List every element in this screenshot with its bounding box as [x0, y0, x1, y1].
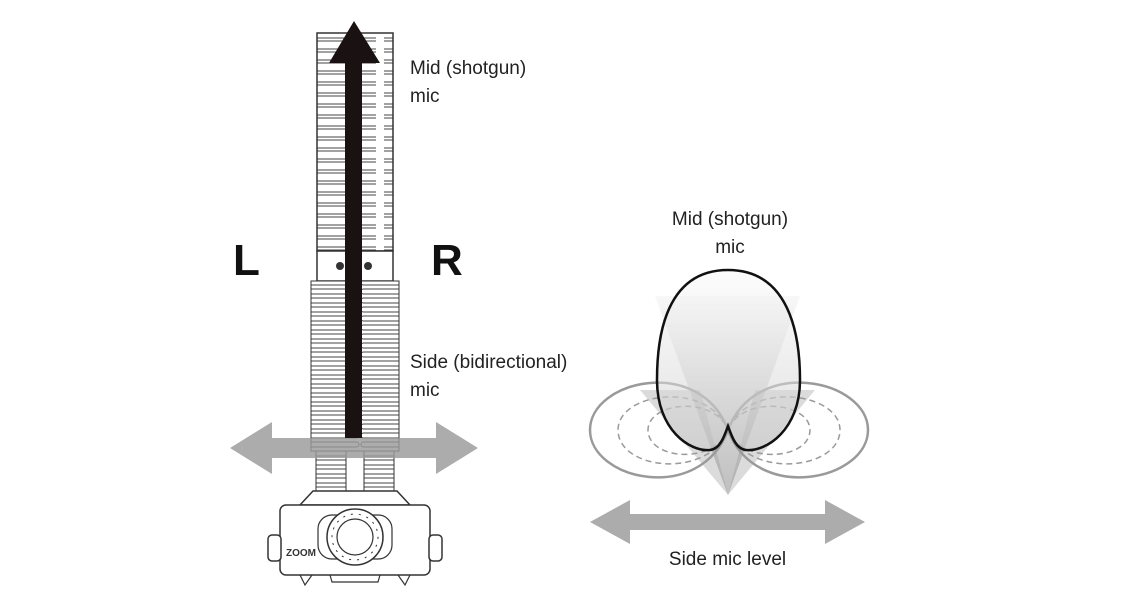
- side-direction-arrow: [230, 422, 478, 474]
- led-right-icon: [364, 262, 372, 270]
- side-level-arrow: [590, 500, 865, 544]
- side-mic-level-label: Side mic level: [668, 549, 787, 570]
- mid-direction-arrow: [329, 21, 380, 438]
- polar-mid-label-line1: Mid (shotgun): [671, 209, 789, 230]
- side-mic-label-line2: mic: [410, 380, 440, 401]
- polar-mid-label-line2: mic: [715, 237, 745, 258]
- mid-mic-label-line1: Mid (shotgun): [410, 58, 527, 79]
- side-mic-label: Side (bidirectional) mic: [410, 349, 567, 405]
- side-mic-label-line1: Side (bidirectional): [410, 352, 568, 373]
- mic-shoulder: [298, 490, 412, 506]
- right-channel-label: R: [431, 236, 463, 285]
- brand-logo: ZOOM: [286, 548, 316, 559]
- polar-mid-label: Mid (shotgun) mic: [630, 206, 830, 262]
- left-channel-label: L: [233, 236, 260, 285]
- polar-pattern: [588, 268, 870, 495]
- mid-cardioid-pattern: [655, 268, 802, 452]
- led-left-icon: [336, 262, 344, 270]
- mid-mic-label-line2: mic: [410, 86, 440, 107]
- mid-mic-label: Mid (shotgun) mic: [410, 55, 526, 111]
